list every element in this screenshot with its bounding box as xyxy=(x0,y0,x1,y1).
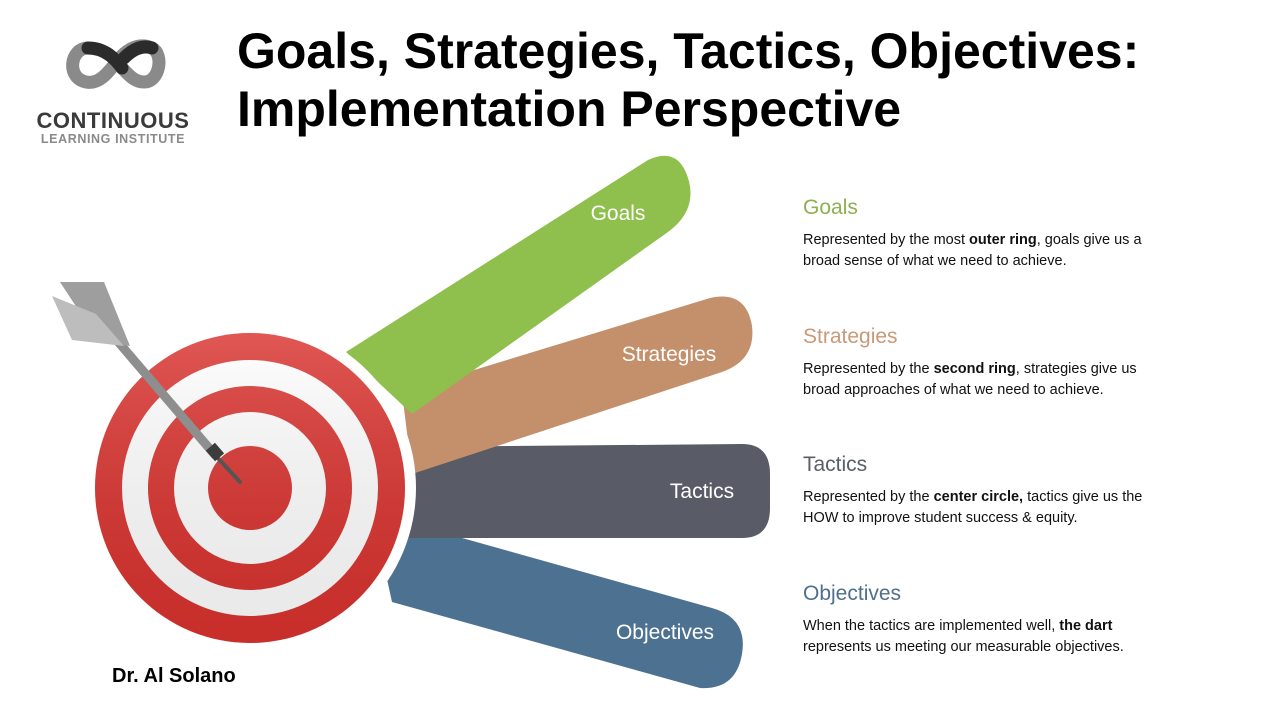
page-title: Goals, Strategies, Tactics, Objectives: … xyxy=(237,22,1267,138)
description-heading: Strategies xyxy=(803,325,898,348)
band-strategies xyxy=(402,296,753,474)
bullseye-target xyxy=(84,322,416,654)
author-name: Dr. Al Solano xyxy=(112,665,236,687)
logo-name: CONTINUOUS xyxy=(36,108,190,133)
title-line-1: Goals, Strategies, Tactics, Objectives: xyxy=(237,23,1140,79)
logo-subtitle: LEARNING INSTITUTE xyxy=(40,132,186,146)
band-label-goals: Goals xyxy=(591,202,646,225)
band-label-objectives: Objectives xyxy=(616,621,714,644)
description-heading: Goals xyxy=(803,196,858,219)
description-heading: Objectives xyxy=(803,582,902,605)
description-text: Represented by the center circle, tactic… xyxy=(803,489,1143,526)
description-goals: Goals Represented by the most outer ring… xyxy=(803,196,1173,272)
band-label-strategies: Strategies xyxy=(622,343,717,366)
description-text: When the tactics are implemented well, t… xyxy=(803,618,1124,655)
title-line-2: Implementation Perspective xyxy=(237,81,902,137)
logo: CONTINUOUS LEARNING INSTITUTE xyxy=(18,30,208,150)
description-tactics: Tactics Represented by the center circle… xyxy=(803,453,1173,529)
description-strategies: Strategies Represented by the second rin… xyxy=(803,325,1173,401)
band-objectives xyxy=(378,522,743,689)
description-heading: Tactics xyxy=(803,453,868,476)
description-text: Represented by the second ring, strategi… xyxy=(803,361,1137,398)
dart-icon xyxy=(52,282,242,484)
band-goals xyxy=(346,155,691,414)
infinity-loop-icon xyxy=(66,39,166,89)
description-objectives: Objectives When the tactics are implemen… xyxy=(803,582,1173,658)
description-text: Represented by the most outer ring, goal… xyxy=(803,232,1142,269)
target-diagram: Goals Strategies Tactics Objectives xyxy=(52,155,770,689)
band-label-tactics: Tactics xyxy=(670,480,734,503)
band-tactics xyxy=(400,444,770,538)
